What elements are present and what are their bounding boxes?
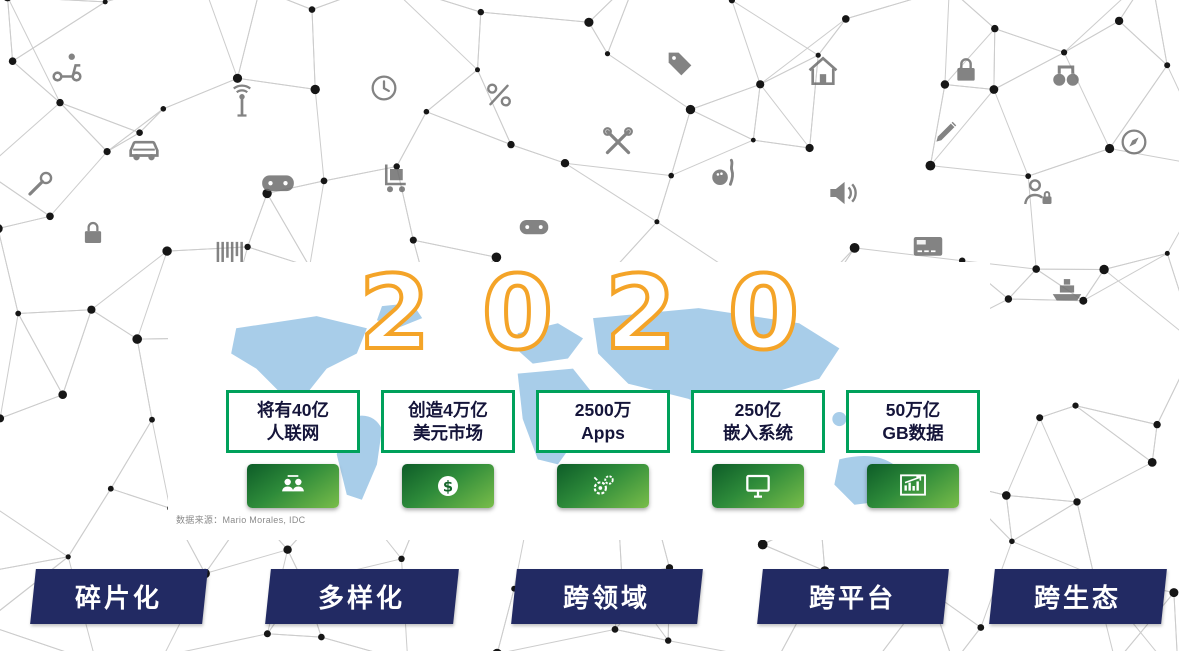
handtruck-icon <box>378 160 414 196</box>
year-2020: 2020 <box>357 252 851 375</box>
stat-box: 创造4万亿 美元市场 <box>381 390 515 453</box>
stat-line1: 2500万 <box>574 399 632 420</box>
pen-icon <box>930 114 964 148</box>
stat-line2: 嵌入系统 <box>723 422 793 443</box>
stat-line2: 人联网 <box>266 422 320 443</box>
banner-label: 碎片化 <box>75 583 163 613</box>
car-icon <box>124 128 164 168</box>
monitor-icon <box>712 464 804 508</box>
center-panel: 2020 将有40亿 人联网 创造4万亿 美元市场 2500万 Apps <box>168 252 990 540</box>
user-lock-icon <box>1020 174 1056 210</box>
stats-row: 将有40亿 人联网 创造4万亿 美元市场 2500万 Apps <box>226 390 980 508</box>
banner-cross-domain: 跨领域 <box>511 569 703 624</box>
banner-cross-ecosystem: 跨生态 <box>989 569 1167 624</box>
bowling-icon <box>708 156 742 190</box>
stat-box: 250亿 嵌入系统 <box>691 390 825 453</box>
stat-line1: 50万亿 <box>885 399 941 420</box>
stat-line1: 创造4万亿 <box>408 399 488 420</box>
antenna-icon <box>224 84 260 120</box>
stat-embedded: 250亿 嵌入系统 <box>691 390 825 508</box>
tools-icon <box>600 124 636 160</box>
stat-line1: 将有40亿 <box>257 399 329 420</box>
wrench-icon <box>24 168 56 200</box>
ship-icon <box>1048 268 1086 306</box>
delivery-scooter-icon <box>48 48 86 86</box>
stat-data: 50万亿 GB数据 <box>846 390 980 508</box>
speaker-icon <box>824 174 862 212</box>
stat-box: 将有40亿 人联网 <box>226 390 360 453</box>
banner-label: 跨生态 <box>1034 583 1122 613</box>
stat-line2: Apps <box>581 422 625 443</box>
banner-cross-platform: 跨平台 <box>757 569 949 624</box>
lock-icon <box>78 218 108 248</box>
price-tag-icon <box>664 48 696 80</box>
stat-line2: GB数据 <box>882 422 944 443</box>
connected-people-icon <box>247 464 339 508</box>
dollar-icon <box>402 464 494 508</box>
banner-label: 跨领域 <box>563 583 651 613</box>
gamepad-icon <box>516 208 552 244</box>
banner-diversification: 多样化 <box>265 569 459 624</box>
percent-icon <box>482 78 516 112</box>
apps-gears-icon <box>557 464 649 508</box>
banner-label: 跨平台 <box>809 583 897 613</box>
stat-market: 创造4万亿 美元市场 <box>381 390 515 508</box>
chart-icon <box>867 464 959 508</box>
lock-icon <box>950 54 982 86</box>
stat-line1: 250亿 <box>734 399 782 420</box>
stat-line2: 美元市场 <box>413 422 483 443</box>
compass-icon <box>1118 126 1150 158</box>
clock-icon <box>368 72 400 104</box>
source-note: 数据来源：Mario Morales, IDC <box>176 515 306 525</box>
stat-box: 50万亿 GB数据 <box>846 390 980 453</box>
stat-apps: 2500万 Apps <box>536 390 670 508</box>
stat-box: 2500万 Apps <box>536 390 670 453</box>
banner-fragmentation: 碎片化 <box>30 569 208 624</box>
house-icon <box>804 52 842 90</box>
binoculars-icon <box>1048 58 1084 94</box>
stat-connected-people: 将有40亿 人联网 <box>226 390 360 508</box>
gamepad-icon <box>258 162 298 202</box>
banner-label: 多样化 <box>318 583 406 613</box>
